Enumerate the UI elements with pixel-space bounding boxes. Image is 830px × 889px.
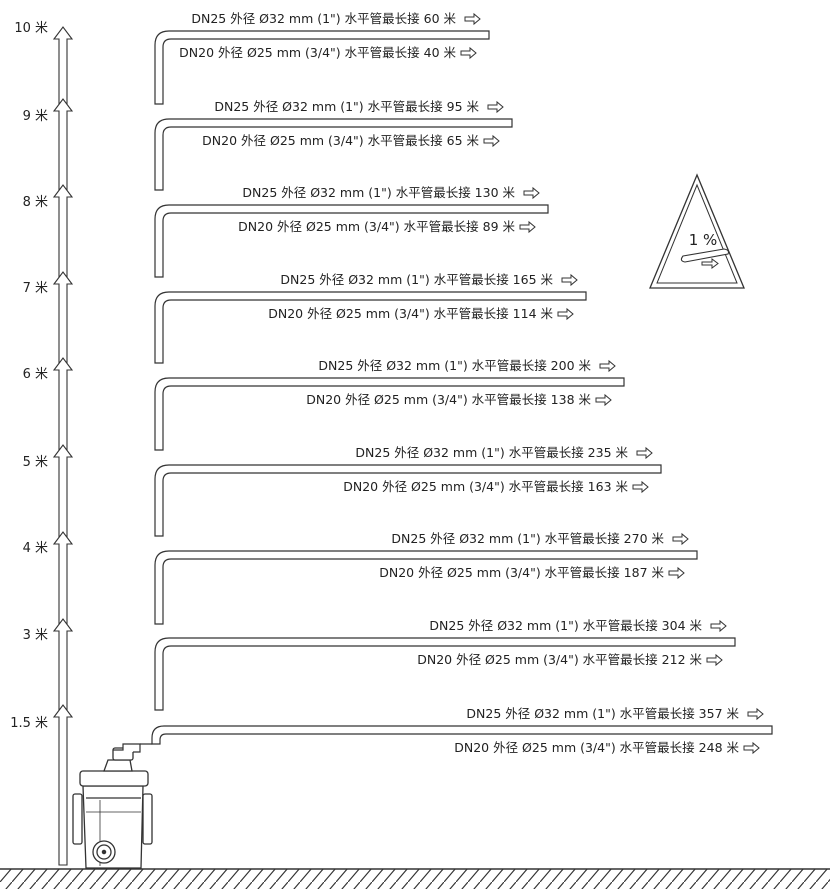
dn25-length-label: DN25 外径 Ø32 mm (1") 水平管最长接 165 米: [280, 272, 553, 287]
pipe: [154, 291, 587, 364]
height-label: 7 米: [23, 281, 48, 296]
pipe: [154, 464, 662, 537]
dn20-length-label: DN20 外径 Ø25 mm (3/4") 水平管最长接 65 米: [202, 133, 479, 148]
slope-warning-triangle: 1 %: [649, 173, 745, 289]
flow-arrow-icon: [668, 566, 685, 580]
sloped-pipe-icon: [680, 248, 730, 263]
dn25-length-label: DN25 外径 Ø32 mm (1") 水平管最长接 357 米: [466, 706, 739, 721]
flow-arrow-icon: [523, 186, 540, 200]
height-arrow-icon: [52, 704, 74, 866]
height-arrow-icon: [52, 271, 74, 364]
pipe: [154, 118, 513, 191]
flow-arrow-icon: [710, 619, 727, 633]
flow-arrow-icon: [464, 12, 481, 26]
height-arrow-icon: [52, 26, 74, 105]
flow-arrow-icon: [557, 307, 574, 321]
dn20-length-label: DN20 外径 Ø25 mm (3/4") 水平管最长接 114 米: [268, 306, 553, 321]
pump-tank-icon: [72, 735, 159, 869]
dn20-length-label: DN20 外径 Ø25 mm (3/4") 水平管最长接 40 米: [179, 45, 456, 60]
dn25-length-label: DN25 外径 Ø32 mm (1") 水平管最长接 200 米: [318, 358, 591, 373]
flow-arrow-icon: [483, 134, 500, 148]
height-label: 6 米: [23, 367, 48, 382]
flow-arrow-icon: [672, 532, 689, 546]
dn20-length-label: DN20 外径 Ø25 mm (3/4") 水平管最长接 187 米: [379, 565, 664, 580]
flow-arrow-icon: [632, 480, 649, 494]
dn20-length-label: DN20 外径 Ø25 mm (3/4") 水平管最长接 138 米: [306, 392, 591, 407]
flow-arrow-icon: [561, 273, 578, 287]
dn25-length-label: DN25 外径 Ø32 mm (1") 水平管最长接 270 米: [391, 531, 664, 546]
dn20-length-label: DN20 外径 Ø25 mm (3/4") 水平管最长接 89 米: [238, 219, 515, 234]
flow-arrow-icon: [519, 220, 536, 234]
dn25-length-label: DN25 外径 Ø32 mm (1") 水平管最长接 235 米: [355, 445, 628, 460]
height-label: 5 米: [23, 455, 48, 470]
ground: [0, 868, 830, 889]
pipe: [154, 637, 736, 711]
height-arrow-icon: [52, 444, 74, 538]
height-label: 3 米: [23, 628, 48, 643]
dn20-length-label: DN20 外径 Ø25 mm (3/4") 水平管最长接 248 米: [454, 740, 739, 755]
height-arrow-icon: [52, 357, 74, 451]
height-arrow-icon: [52, 618, 74, 711]
height-arrow-icon: [52, 98, 74, 191]
flow-arrow-icon: [487, 100, 504, 114]
dn25-length-label: DN25 外径 Ø32 mm (1") 水平管最长接 304 米: [429, 618, 702, 633]
pipe: [154, 377, 625, 451]
flow-arrow-icon: [595, 393, 612, 407]
flow-arrow-icon: [706, 653, 723, 667]
height-label: 1.5 米: [10, 716, 48, 731]
height-arrow-icon: [52, 531, 74, 625]
dn25-length-label: DN25 外径 Ø32 mm (1") 水平管最长接 60 米: [191, 11, 456, 26]
flow-arrow-icon: [743, 741, 760, 755]
height-label: 10 米: [14, 21, 48, 36]
dn20-length-label: DN20 外径 Ø25 mm (3/4") 水平管最长接 163 米: [343, 479, 628, 494]
flow-arrow-icon: [460, 46, 477, 60]
dn25-length-label: DN25 外径 Ø32 mm (1") 水平管最长接 130 米: [242, 185, 515, 200]
pipe: [154, 550, 698, 625]
flow-arrow-icon: [747, 707, 764, 721]
pipe: [151, 725, 773, 745]
slope-label: 1 %: [689, 231, 718, 249]
dn20-length-label: DN20 外径 Ø25 mm (3/4") 水平管最长接 212 米: [417, 652, 702, 667]
pipe: [154, 204, 549, 278]
height-label: 8 米: [23, 195, 48, 210]
pipe: [154, 30, 490, 105]
flow-arrow-icon: [636, 446, 653, 460]
height-label: 9 米: [23, 109, 48, 124]
dn25-length-label: DN25 外径 Ø32 mm (1") 水平管最长接 95 米: [214, 99, 479, 114]
height-arrow-icon: [52, 184, 74, 278]
flow-direction-icon: [701, 258, 719, 269]
height-label: 4 米: [23, 541, 48, 556]
flow-arrow-icon: [599, 359, 616, 373]
